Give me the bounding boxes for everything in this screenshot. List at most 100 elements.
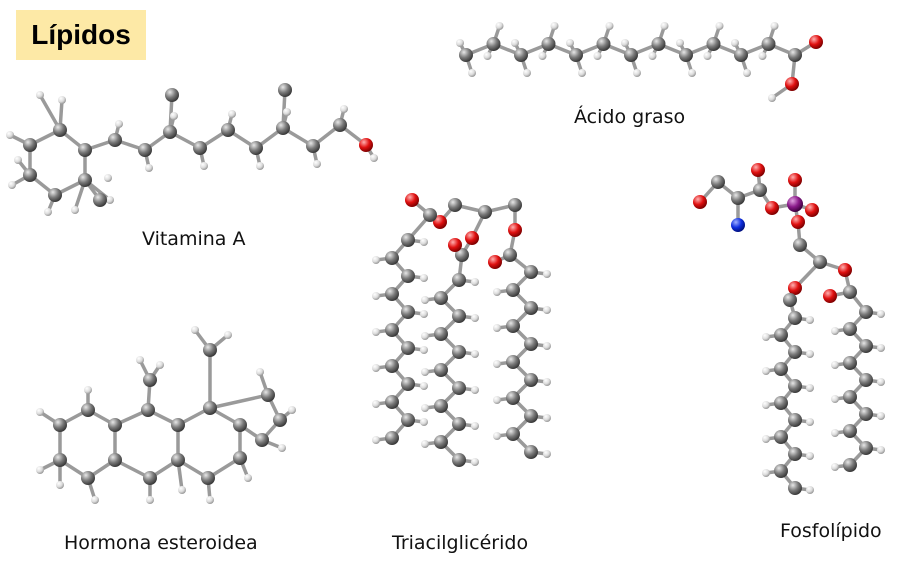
atom — [178, 486, 186, 494]
atom — [434, 399, 448, 413]
atom — [831, 463, 839, 471]
atom — [385, 323, 399, 337]
atom — [434, 363, 448, 377]
atom — [761, 37, 776, 51]
atom — [506, 355, 520, 369]
page-title: Lípidos — [31, 19, 131, 50]
atom — [787, 196, 803, 212]
atom — [514, 48, 528, 62]
atom — [108, 453, 122, 467]
atom — [401, 413, 415, 427]
atom — [493, 432, 501, 440]
atom — [385, 287, 399, 301]
atom — [843, 424, 857, 438]
atom — [524, 301, 538, 315]
atom — [877, 412, 885, 420]
atom — [734, 48, 748, 62]
atom — [471, 386, 479, 394]
atom — [762, 435, 770, 443]
atom — [715, 22, 724, 30]
atom — [493, 396, 501, 404]
atom — [405, 193, 419, 207]
atom — [877, 344, 885, 352]
atom — [543, 306, 551, 314]
atom — [14, 156, 22, 164]
atom — [434, 435, 448, 449]
atom — [224, 331, 232, 339]
atom — [809, 35, 823, 49]
atom — [774, 362, 788, 376]
atom — [471, 314, 479, 322]
atom — [806, 452, 814, 460]
atom — [838, 263, 852, 277]
atom — [693, 195, 707, 209]
atom — [711, 175, 725, 189]
atom — [788, 311, 802, 325]
atom — [648, 52, 657, 60]
atom — [385, 395, 399, 409]
atom — [731, 218, 745, 232]
atom — [401, 377, 415, 391]
atom — [420, 346, 428, 354]
atom — [566, 39, 574, 47]
atom — [621, 39, 629, 47]
atom — [765, 201, 779, 215]
atom — [372, 256, 380, 264]
atom — [624, 48, 638, 62]
atom — [448, 238, 462, 252]
atom — [340, 105, 348, 113]
atom — [506, 283, 520, 297]
atom — [495, 22, 504, 30]
atom — [806, 316, 814, 324]
atom — [48, 188, 62, 202]
atom — [688, 69, 696, 77]
atom — [843, 322, 857, 336]
title-badge: Lípidos — [16, 10, 146, 60]
atom — [831, 429, 839, 437]
atom — [471, 278, 479, 286]
atom — [703, 52, 712, 60]
label-hormona-esteroidea: Hormona esteroidea — [64, 532, 258, 554]
atom — [255, 433, 269, 447]
atom — [506, 391, 520, 405]
atom — [141, 403, 155, 417]
atom — [859, 407, 873, 421]
atom — [731, 191, 745, 205]
atom — [511, 39, 519, 47]
atom — [452, 453, 466, 467]
atom — [788, 345, 802, 359]
atom — [452, 381, 466, 395]
atom — [44, 208, 52, 216]
atom — [423, 208, 437, 222]
atom — [420, 418, 428, 426]
atom — [843, 356, 857, 370]
atom — [372, 400, 380, 408]
atom — [633, 69, 641, 77]
atom — [578, 69, 586, 77]
atom — [676, 39, 684, 47]
atom — [593, 52, 602, 60]
atom — [78, 173, 92, 187]
atom — [877, 310, 885, 318]
atom — [762, 401, 770, 409]
atom — [543, 414, 551, 422]
atom — [506, 427, 520, 441]
atom — [651, 37, 666, 51]
atom — [788, 447, 802, 461]
atom — [203, 401, 217, 415]
molecule-hormona-esteroidea — [36, 326, 296, 504]
atom — [806, 350, 814, 358]
atom — [788, 48, 802, 62]
atom — [783, 293, 797, 307]
atom — [53, 453, 67, 467]
atom — [420, 382, 428, 390]
atom — [731, 39, 739, 47]
atom — [261, 388, 275, 402]
atom — [706, 37, 721, 51]
atom — [23, 138, 37, 152]
atom — [145, 164, 153, 172]
atom — [660, 22, 669, 30]
atom — [843, 458, 857, 472]
atom — [171, 453, 185, 467]
atom — [762, 333, 770, 341]
